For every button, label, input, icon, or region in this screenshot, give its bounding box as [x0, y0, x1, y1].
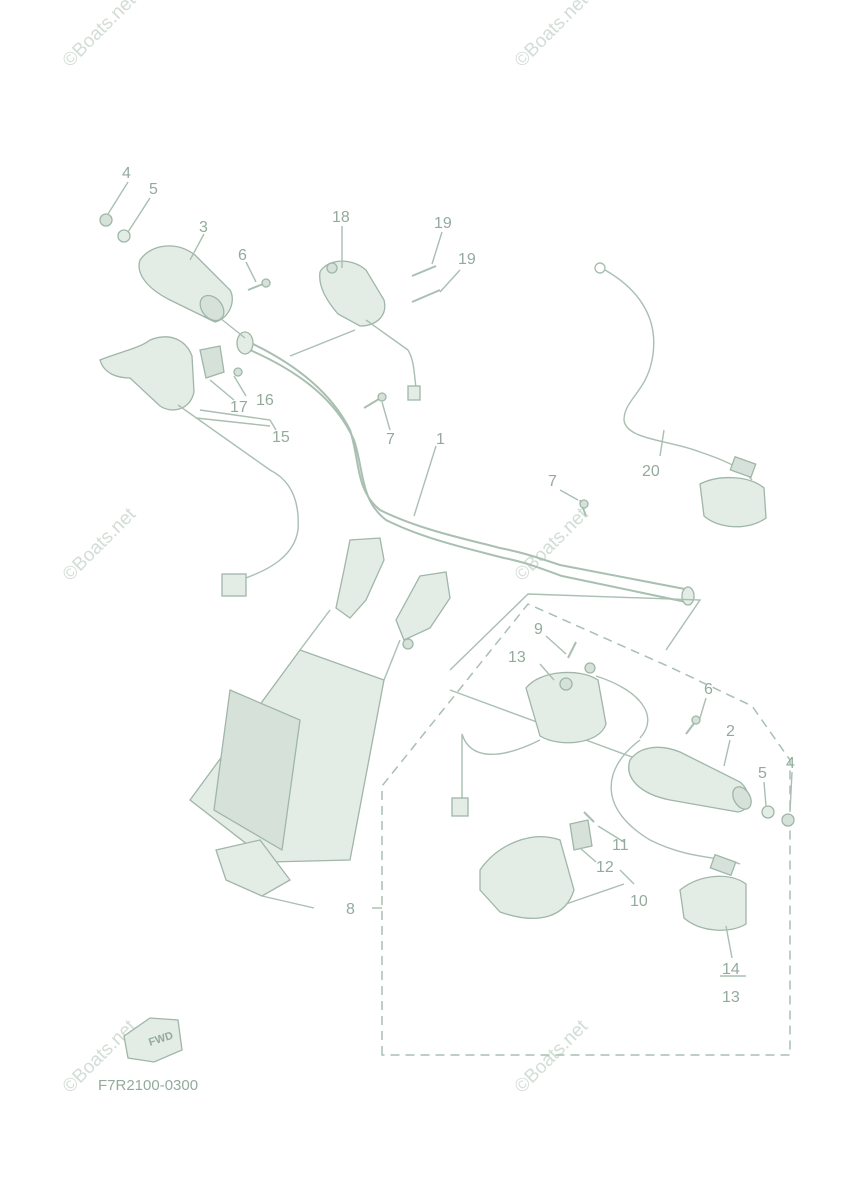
callout-6-right: 6	[704, 681, 713, 698]
callout-15: 15	[272, 429, 290, 446]
callout-1: 1	[436, 431, 445, 448]
watermark-bottom-right: ©Boats.net	[511, 1016, 593, 1098]
clip-part-14	[610, 739, 747, 931]
watermark-mid-left: ©Boats.net	[59, 504, 141, 586]
callout-8: 8	[346, 901, 355, 918]
callout-19-upper: 19	[434, 215, 452, 232]
callout-7-right: 7	[548, 473, 557, 490]
watermark-top-left: ©Boats.net	[59, 0, 141, 72]
lanyard-part-20	[594, 262, 767, 528]
callout-4-right: 4	[786, 755, 795, 772]
callout-2: 2	[726, 723, 735, 740]
handlebar-part-1	[236, 331, 695, 606]
switch-housing-part-10	[479, 811, 595, 919]
switch-assembly-part-8	[372, 603, 791, 1056]
left-grip-part-3	[99, 213, 246, 339]
screw-part-7-left	[363, 392, 387, 409]
callout-4-left: 4	[122, 165, 131, 182]
callout-5-left: 5	[149, 181, 158, 198]
callout-20: 20	[642, 463, 660, 480]
screw-part-7-right	[579, 499, 589, 517]
watermark-top-right: ©Boats.net	[511, 0, 593, 72]
callout-10: 10	[630, 893, 648, 910]
callout-7-left: 7	[386, 431, 395, 448]
left-switch-part-15	[99, 336, 299, 597]
callout-14: 14	[722, 961, 740, 978]
callout-16: 16	[256, 392, 274, 409]
callout-11: 11	[612, 837, 629, 854]
callout-12: 12	[596, 859, 614, 876]
callout-13-upper: 13	[508, 649, 526, 666]
figure-code: F7R2100-0300	[98, 1077, 198, 1094]
leader-lines	[107, 181, 793, 977]
callout-13-lower: 13	[722, 989, 740, 1006]
callout-19-lower: 19	[458, 251, 476, 268]
fwd-arrow-icon: FWD	[123, 1017, 183, 1063]
callout-6-left: 6	[238, 247, 247, 264]
steering-column	[189, 537, 451, 909]
switch-part-13	[451, 641, 649, 817]
throttle-housing-part-18	[289, 260, 441, 401]
callouts: 4 5 3 6 18 19 19 16 17 15 7 1 7 20 9 13 …	[122, 165, 795, 1006]
callout-17: 17	[230, 399, 248, 416]
callout-3: 3	[199, 219, 208, 236]
callout-9: 9	[534, 621, 543, 638]
screw-part-6-left	[247, 278, 271, 291]
watermarks: ©Boats.net ©Boats.net ©Boats.net ©Boats.…	[59, 0, 593, 1098]
right-grip-part-2	[628, 715, 795, 827]
callout-5-right: 5	[758, 765, 767, 782]
callout-18: 18	[332, 209, 350, 226]
